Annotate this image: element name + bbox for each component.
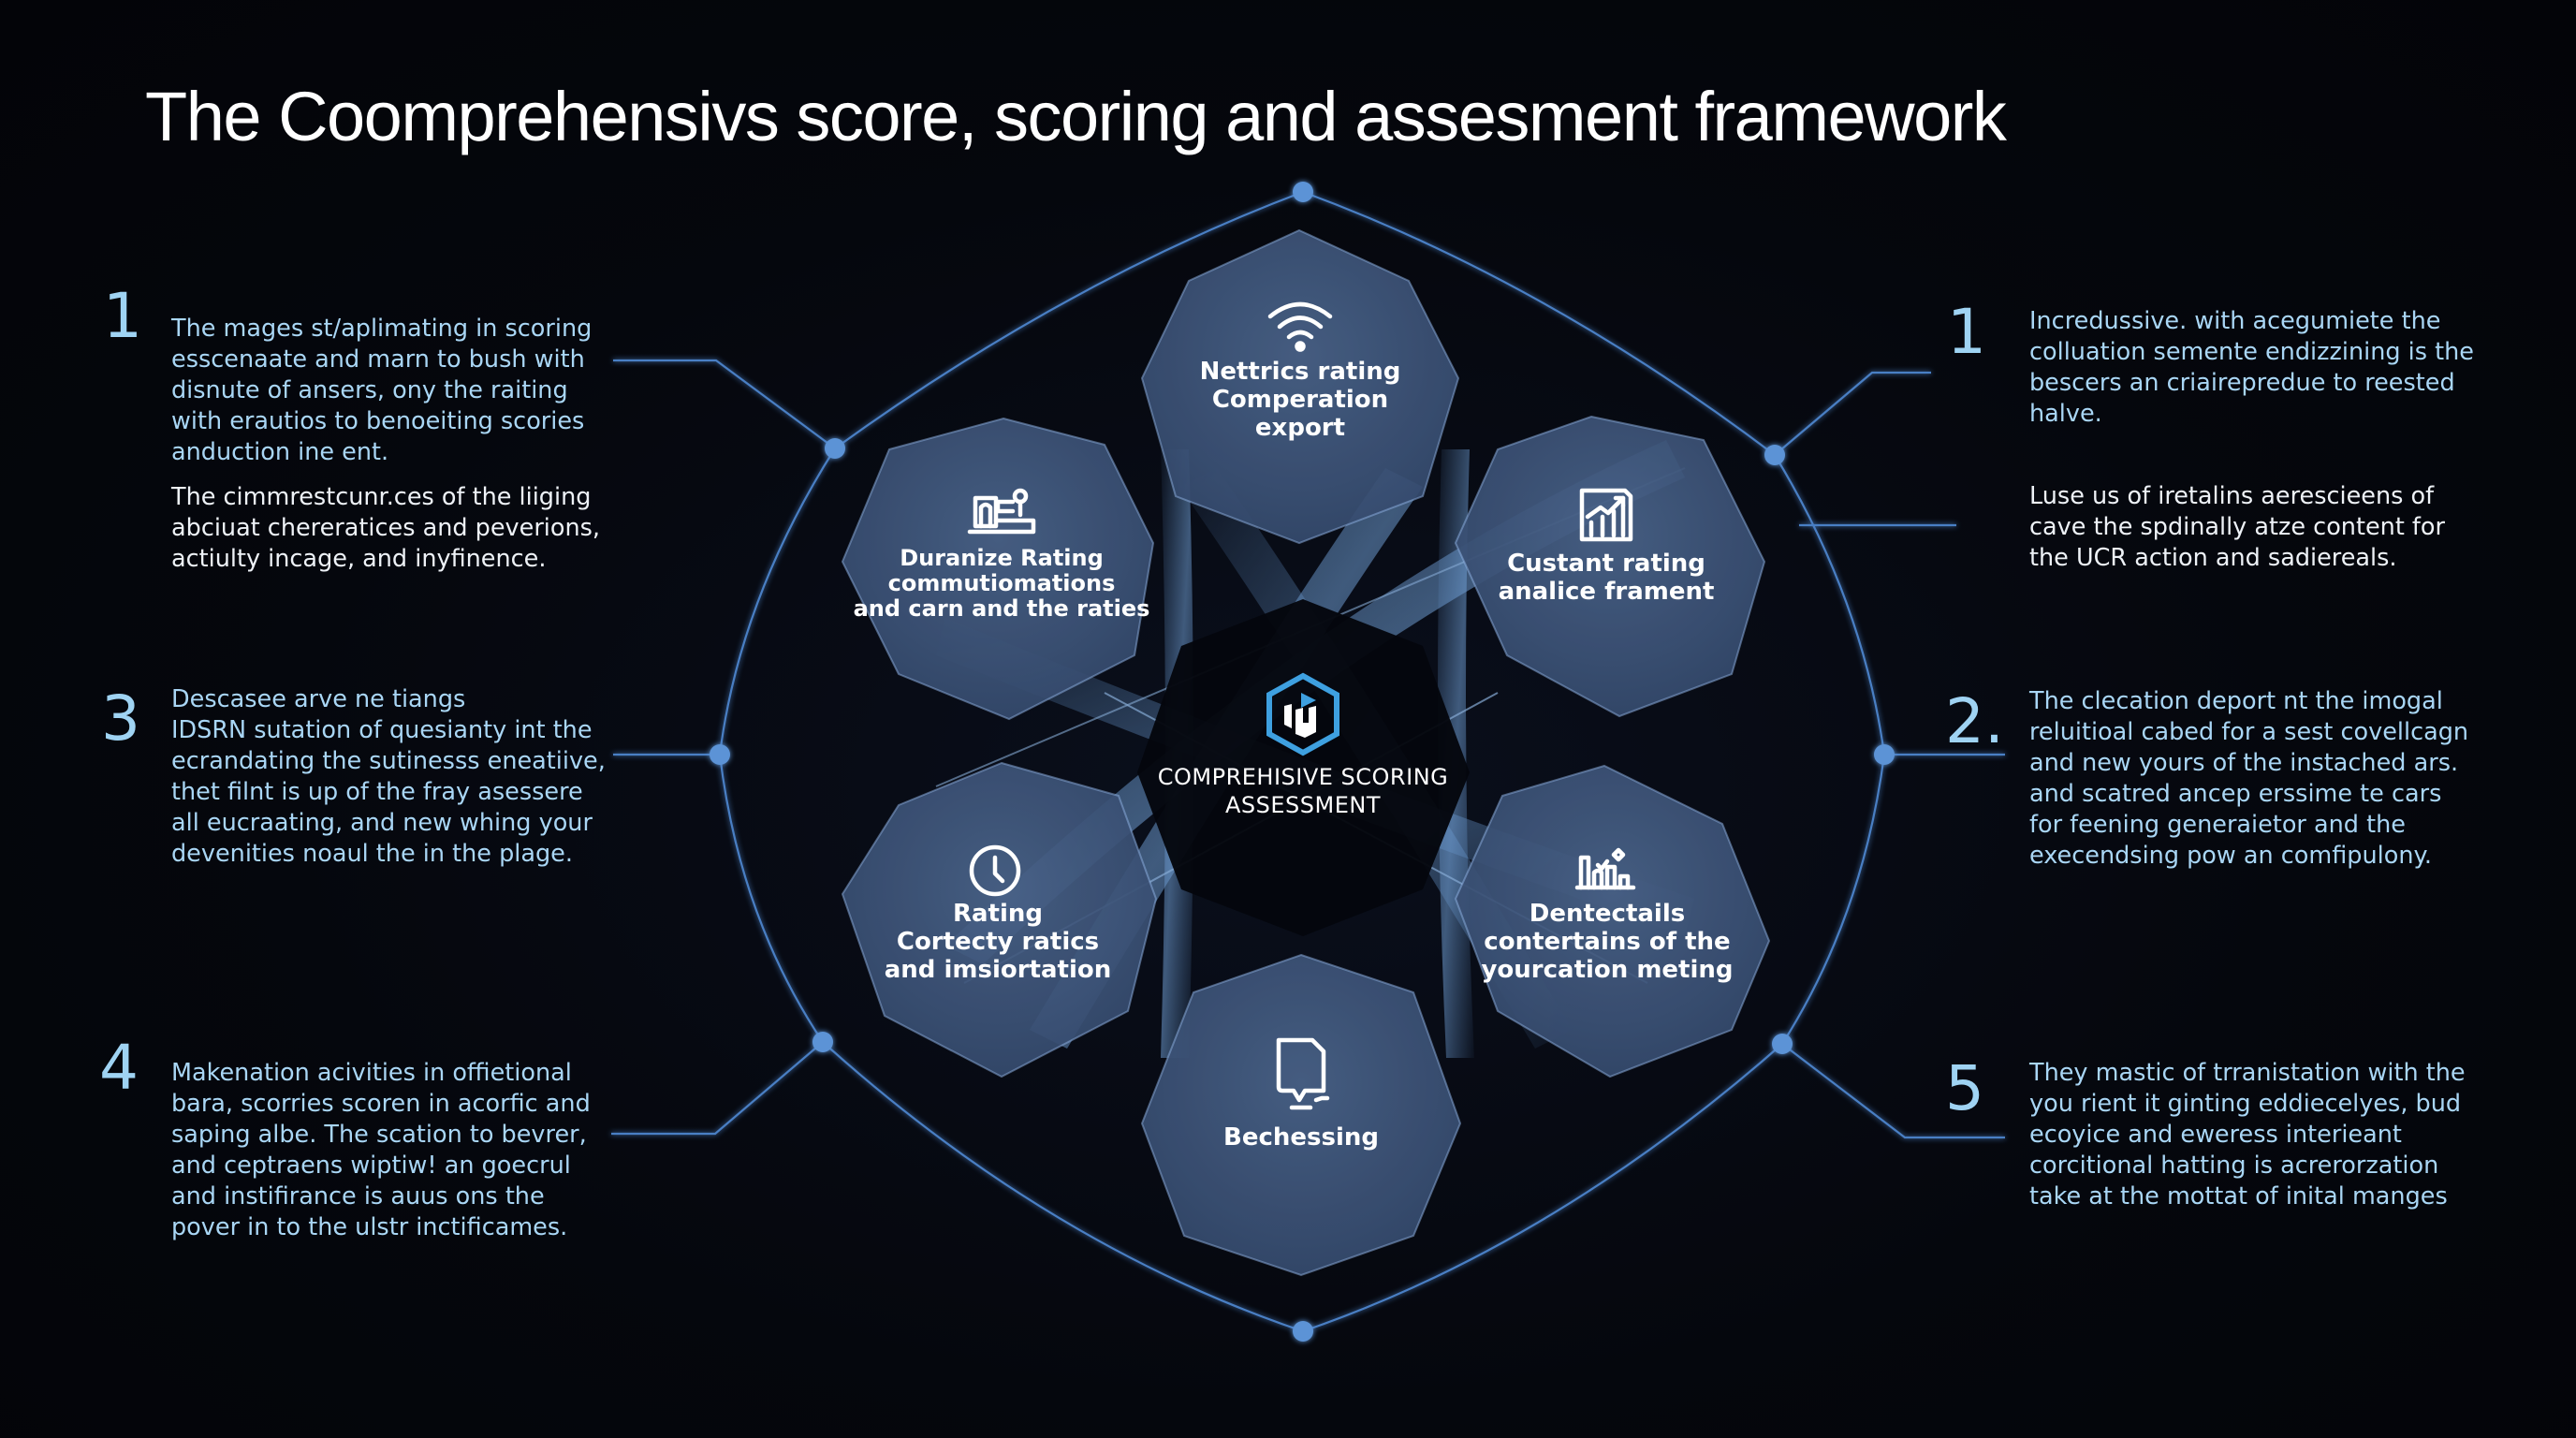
node-top[interactable]: Nettrics rating Comperation export (1199, 358, 1401, 442)
node-upper-right-shape (1454, 415, 1766, 718)
dot-right-mid (1874, 744, 1895, 765)
wifi-icon (1267, 301, 1333, 352)
machine-icon (967, 488, 1036, 535)
node-top-shape (1140, 228, 1460, 545)
node-bottom-shape (1140, 953, 1462, 1277)
dot-left-mid (710, 744, 730, 765)
node-upper-left[interactable]: Duranize Rating commutiomations and carn… (853, 545, 1150, 622)
dot-left-lower (812, 1032, 833, 1052)
step-number: 2. (1945, 685, 2004, 757)
step-number: 1 (103, 280, 142, 352)
page-title: The Coomprehensivs score, scoring and as… (145, 78, 2007, 155)
chart-growth-icon (1579, 488, 1633, 542)
node-upper-right[interactable]: Custant rating analice frament (1498, 550, 1715, 606)
step-description: Incredussive. with acegumiete the collua… (2029, 307, 2474, 428)
center-core (1137, 599, 1470, 936)
node-lower-right[interactable]: Dentectails contertains of the yourcatio… (1481, 900, 1734, 984)
node-shapes (841, 228, 1771, 1277)
step-description: The clecation deport nt the imogal relui… (2029, 687, 2469, 870)
step-description: They mastic of trranistation with the yo… (2029, 1059, 2466, 1211)
dot-left-upper (825, 438, 845, 459)
step-number: 1 (1947, 296, 1986, 368)
clock-icon (969, 844, 1021, 897)
node-lower-left-shape (841, 761, 1158, 1078)
hexagon-logo-icon (1266, 672, 1339, 756)
node-lower-right-shape (1454, 764, 1771, 1078)
dot-right-upper (1764, 445, 1785, 465)
step-description: Makenation acivities in offietional bara… (171, 1059, 591, 1241)
step-note: Luse us of iretalins aerescieens of cave… (2029, 482, 2445, 572)
dot-right-lower (1772, 1034, 1793, 1054)
step-description: The mages st/aplimating in scoring essce… (171, 315, 593, 466)
node-lower-left[interactable]: Rating Cortecty ratics and imsiortation (884, 900, 1112, 984)
frame-dots (710, 182, 1895, 1342)
step-description: Descasee arve ne tiangs IDSRN sutation o… (171, 685, 606, 868)
step-note: The cimmrestcunr.ces of the liiging abci… (171, 483, 601, 573)
step-number: 4 (99, 1032, 139, 1104)
step-number: 5 (1945, 1052, 1984, 1124)
dot-bottom (1293, 1321, 1313, 1342)
dot-top (1293, 182, 1313, 202)
step-number: 3 (101, 682, 140, 755)
document-icon (1276, 1037, 1330, 1110)
center-label: COMPREHISIVE SCORING ASSESSMENT (1157, 764, 1449, 818)
node-upper-left-shape (841, 417, 1155, 721)
bar-chart-icon (1574, 847, 1636, 890)
node-bottom[interactable]: Bechessing (1223, 1123, 1379, 1152)
